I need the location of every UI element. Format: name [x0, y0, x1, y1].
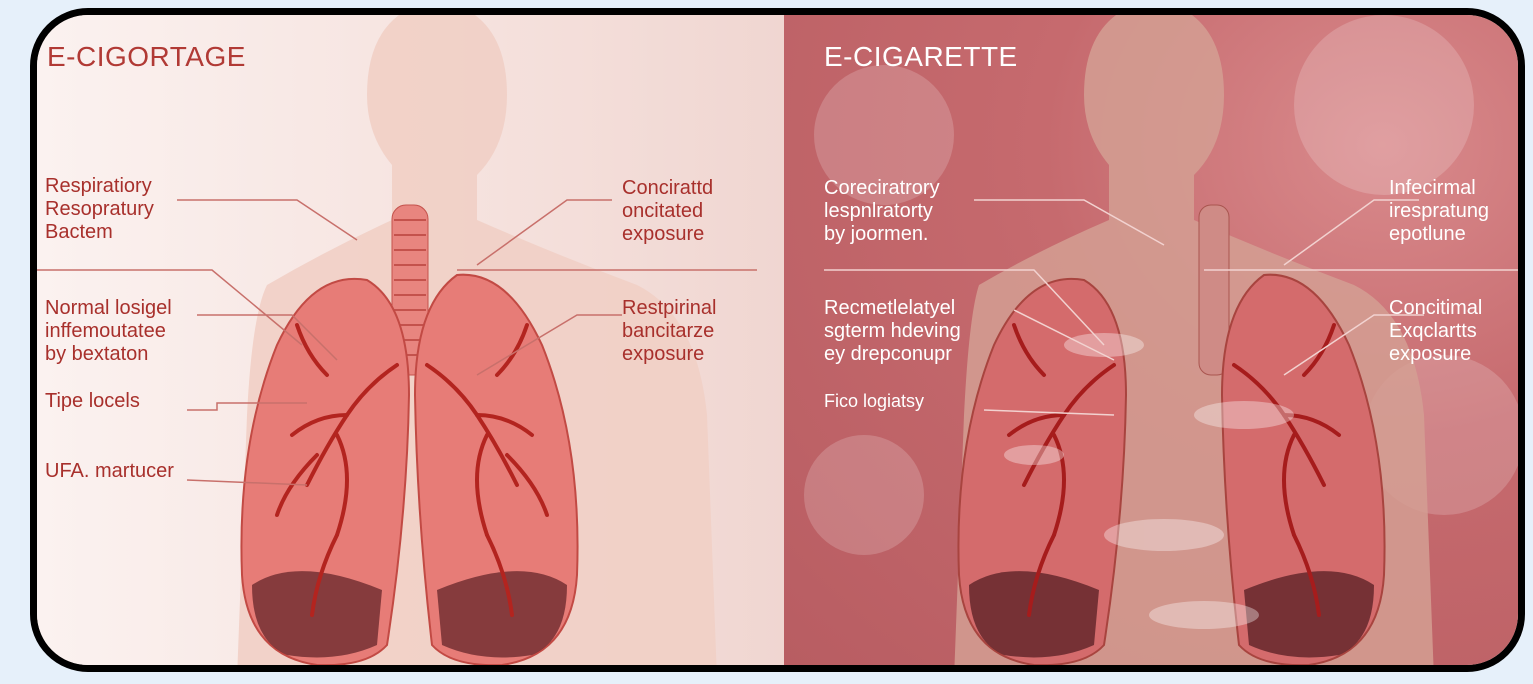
left-label-tipe-locels: Tipe locels: [45, 390, 140, 413]
right-label-infecirmal-exposure: Infecirmal irespratung epotlune: [1389, 177, 1489, 246]
right-label-fico-logiatsy: Fico logiatsy: [824, 390, 924, 413]
right-lung-lower-lobe: [437, 571, 567, 657]
right-label-concitimal-exposure: Concitimal Exqclartts exposure: [1389, 297, 1482, 366]
right-panel-title: E-CIGARETTE: [824, 41, 1018, 73]
left-panel-title: E-CIGORTAGE: [47, 41, 246, 73]
right-lung-lower-lobe: [1244, 571, 1374, 657]
left-label-normal-inflammation: Normal losigel inffemoutatee by bextaton: [45, 297, 172, 366]
left-label-concentrated-exposure: Concirattd oncitated exposure: [622, 177, 713, 246]
left-label-respiratory-system: Respiratiory Resopratury Bactem: [45, 175, 154, 244]
left-panel: E-CIGORTAGE Respiratiory Resopratury Bac…: [37, 15, 784, 665]
infographic-frame: E-CIGORTAGE Respiratiory Resopratury Bac…: [30, 8, 1525, 672]
right-label-recmetlelatyel: Recmetlelatyel sgterm hdeving ey drepcon…: [824, 297, 961, 366]
left-label-ufa-marker: UFA. martucer: [45, 460, 174, 483]
right-panel: E-CIGARETTE Coreciratrory lespnlratorty …: [784, 15, 1525, 665]
right-label-respiratory-system: Coreciratrory lespnlratorty by joormen.: [824, 177, 940, 246]
left-label-respiratory-exposure: Restpirinal bancitarze exposure: [622, 297, 716, 366]
